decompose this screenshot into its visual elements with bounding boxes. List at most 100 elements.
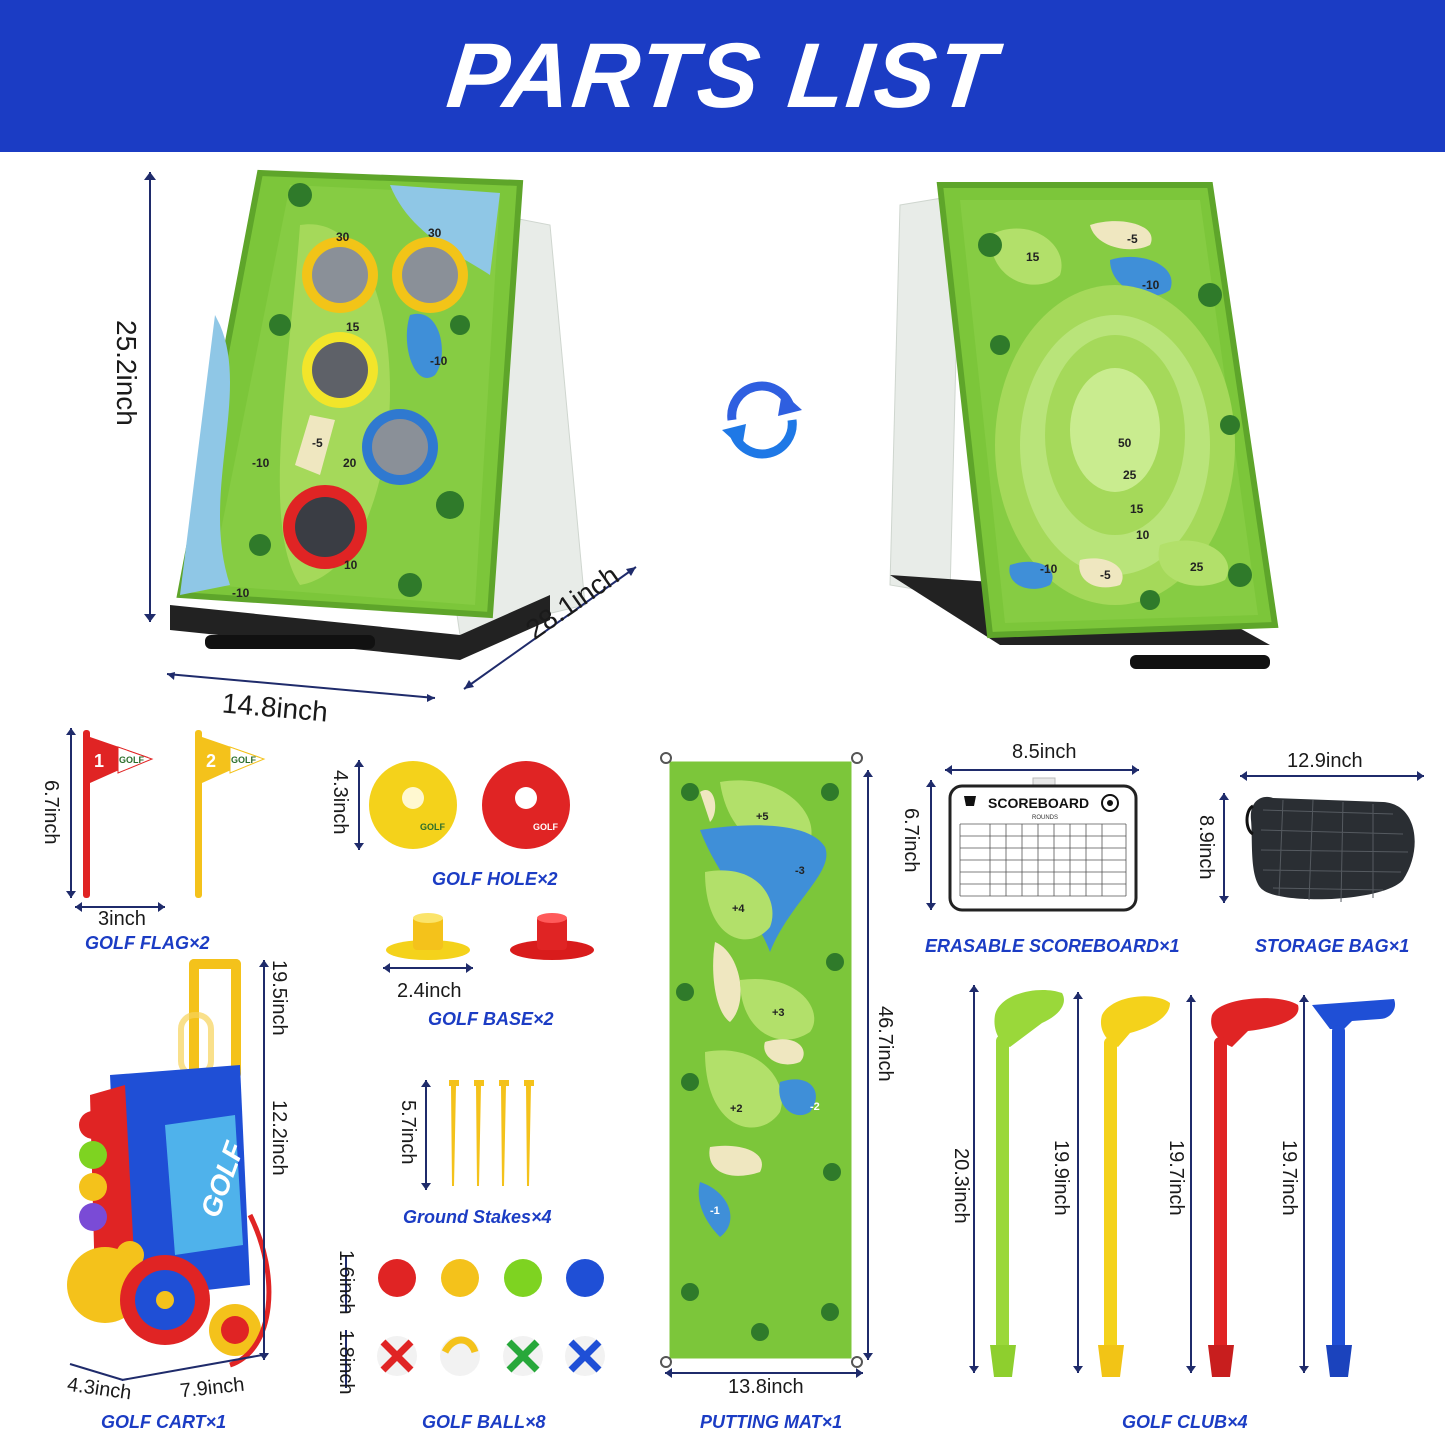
- scoreboard-subtitle: ROUNDS: [1032, 815, 1058, 821]
- club-length-label-4: 19.7inch: [1278, 1140, 1300, 1216]
- board-back-label: 15: [1026, 250, 1040, 264]
- board-front-label: 10: [344, 558, 358, 572]
- flag-text: GOLF: [119, 755, 144, 765]
- board-depth-line: [463, 566, 637, 690]
- stakes-size-line: [421, 1080, 431, 1190]
- storage-bag-illustration: [1245, 796, 1415, 903]
- board-front-label: 30: [336, 230, 350, 244]
- board-height-label: 25.2inch: [111, 320, 142, 426]
- golf-cart-illustration: GOLF: [67, 959, 272, 1368]
- mat-width-line: [665, 1368, 863, 1378]
- mat-label: -2: [810, 1101, 820, 1113]
- golf-base-illustration: [386, 913, 594, 960]
- cart-width-line: [121, 1353, 269, 1381]
- mat-label: -3: [795, 865, 805, 877]
- flag-text: GOLF: [231, 755, 256, 765]
- board-back-label: 50: [1118, 436, 1132, 450]
- golf-cart-caption: GOLF CART×1: [101, 1412, 227, 1432]
- ball-size-label-b: 1.8inch: [335, 1330, 357, 1395]
- rotate-icon: [722, 381, 802, 459]
- board-height-line: [144, 172, 156, 622]
- golf-flag-illustration: 1 GOLF 2 GOLF: [83, 730, 266, 898]
- club-length-line-4: [1299, 995, 1309, 1373]
- board-back-label: -10: [1040, 562, 1058, 576]
- board-front-label: -10: [232, 586, 250, 600]
- board-front-label: 20: [343, 456, 357, 470]
- mat-length-line: [863, 770, 873, 1360]
- golf-ball-caption: GOLF BALL×8: [422, 1412, 546, 1432]
- base-size-label: 2.4inch: [397, 980, 462, 1002]
- board-back-label: 10: [1136, 528, 1150, 542]
- scoreboard-height-line: [926, 780, 936, 910]
- board-back-label: 15: [1130, 502, 1144, 516]
- bag-height-line: [1219, 793, 1229, 903]
- club-length-line-2: [1073, 992, 1083, 1373]
- stakes-size-label: 5.7inch: [397, 1100, 419, 1165]
- cart-height-body-label: 12.2inch: [268, 1100, 290, 1176]
- mat-width-label: 13.8inch: [728, 1376, 804, 1398]
- flag-width-line: [75, 902, 165, 912]
- club-length-line-3: [1186, 995, 1196, 1373]
- golf-base-caption: GOLF BASE×2: [428, 1009, 554, 1029]
- board-back-illustration: 15 -5 -10 50 25 15 10 -10 -5 25: [889, 182, 1279, 669]
- board-width-line: [166, 672, 436, 702]
- golf-hole-caption: GOLF HOLE×2: [432, 869, 558, 889]
- cart-depth-line: [69, 1363, 124, 1381]
- hole-size-line: [354, 760, 364, 850]
- flag-number: 1: [94, 751, 104, 771]
- scoreboard-width-line: [945, 765, 1139, 775]
- mat-label: -1: [710, 1205, 720, 1217]
- base-size-line: [383, 963, 473, 973]
- scoreboard-height-label: 6.7inch: [900, 808, 922, 873]
- board-front-label: -10: [430, 354, 448, 368]
- scoreboard-width-label: 8.5inch: [1012, 741, 1077, 763]
- golf-hole-illustration: GOLF GOLF: [369, 761, 570, 849]
- flag-number: 2: [206, 751, 216, 771]
- club-length-label-1: 20.3inch: [950, 1148, 972, 1224]
- flag-height-line: [66, 728, 76, 898]
- mat-label: +3: [772, 1007, 785, 1019]
- mat-length-label: 46.7inch: [874, 1006, 896, 1082]
- hole-text: GOLF: [420, 822, 445, 832]
- putting-mat-caption: PUTTING MAT×1: [700, 1412, 843, 1432]
- board-front-label: 15: [346, 320, 360, 334]
- scoreboard-illustration: SCOREBOARD ROUNDS: [948, 777, 1138, 912]
- header-banner: PARTS LIST: [0, 0, 1445, 152]
- hole-text: GOLF: [533, 822, 558, 832]
- ground-stakes-illustration: [449, 1080, 534, 1186]
- board-front-label: -5: [312, 436, 323, 450]
- mat-label: +5: [756, 811, 769, 823]
- club-length-label-3: 19.7inch: [1165, 1140, 1187, 1216]
- storage-bag-caption: STORAGE BAG×1: [1255, 936, 1410, 956]
- hole-size-label: 4.3inch: [329, 770, 351, 835]
- ground-stakes-caption: Ground Stakes×4: [403, 1207, 552, 1227]
- board-front-label: -10: [252, 456, 270, 470]
- ball-size-label-a: 1.6inch: [335, 1250, 357, 1315]
- bag-width-line: [1240, 771, 1424, 781]
- board-front-label: 30: [428, 226, 442, 240]
- board-back-label: -10: [1142, 278, 1160, 292]
- club-length-line-1: [969, 985, 979, 1373]
- board-back-label: 25: [1123, 468, 1137, 482]
- golf-balls-illustration: [377, 1259, 605, 1376]
- golf-club-caption: GOLF CLUB×4: [1122, 1412, 1248, 1432]
- mat-label: +2: [730, 1103, 743, 1115]
- bag-width-label: 12.9inch: [1287, 750, 1363, 772]
- putting-mat-illustration: +5 -3 +4 +3 +2 -2 -1: [660, 752, 863, 1368]
- board-back-label: 25: [1190, 560, 1204, 574]
- board-back-label: -5: [1127, 232, 1138, 246]
- club-length-label-2: 19.9inch: [1050, 1140, 1072, 1216]
- flag-height-label: 6.7inch: [40, 780, 62, 845]
- golf-clubs-illustration: [990, 989, 1396, 1377]
- scoreboard-caption: ERASABLE SCOREBOARD×1: [925, 936, 1180, 956]
- page-title: PARTS LIST: [443, 24, 1003, 127]
- board-front-illustration: 30 30 15 -10 -5 20 -10 10 -10: [170, 169, 586, 660]
- flag-width-label: 3inch: [98, 908, 146, 930]
- board-back-label: -5: [1100, 568, 1111, 582]
- golf-flag-caption: GOLF FLAG×2: [85, 933, 210, 953]
- mat-label: +4: [732, 903, 745, 915]
- ball-size-line-a: [345, 1256, 347, 1312]
- bag-height-label: 8.9inch: [1195, 815, 1217, 880]
- scoreboard-title: SCOREBOARD: [988, 795, 1089, 811]
- ball-size-line-b: [345, 1330, 347, 1388]
